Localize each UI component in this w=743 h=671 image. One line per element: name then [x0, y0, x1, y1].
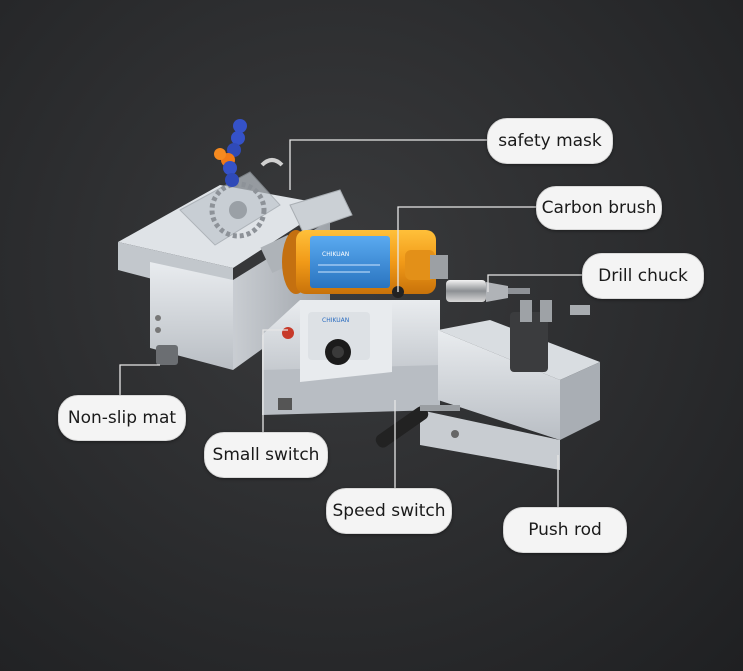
callout-safety-mask: safety mask [487, 118, 613, 164]
label-small-switch: Small switch [212, 445, 320, 465]
leader-lines [119, 139, 583, 507]
label-drill-chuck: Drill chuck [598, 266, 688, 286]
sliding-table [420, 300, 600, 470]
leader-carbon-brush [397, 206, 537, 292]
leader-drill-chuck [487, 274, 583, 292]
motor: CHIKUAN [282, 230, 448, 298]
label-carbon-brush: Carbon brush [541, 198, 657, 218]
push-rod-handle [375, 405, 460, 448]
leader-safety-mask [289, 139, 488, 190]
label-non-slip-mat: Non-slip mat [67, 408, 177, 428]
svg-text:CHIKUAN: CHIKUAN [322, 317, 349, 324]
leader-non-slip-mat [119, 364, 160, 395]
svg-text:CHIKUAN: CHIKUAN [322, 251, 349, 258]
label-safety-mask: safety mask [498, 131, 602, 151]
callout-drill-chuck: Drill chuck [582, 253, 704, 299]
callout-carbon-brush: Carbon brush [536, 186, 662, 230]
drill-chuck [446, 280, 530, 302]
label-push-rod: Push rod [528, 520, 602, 540]
callout-push-rod: Push rod [503, 507, 627, 553]
label-speed-switch: Speed switch [332, 501, 446, 521]
motor-base: CHIKUAN [262, 300, 440, 415]
coolant-pipe [214, 119, 247, 187]
leader-small-switch [262, 329, 288, 433]
callout-small-switch: Small switch [204, 432, 328, 478]
callout-non-slip-mat: Non-slip mat [58, 395, 186, 441]
callout-speed-switch: Speed switch [326, 488, 452, 534]
